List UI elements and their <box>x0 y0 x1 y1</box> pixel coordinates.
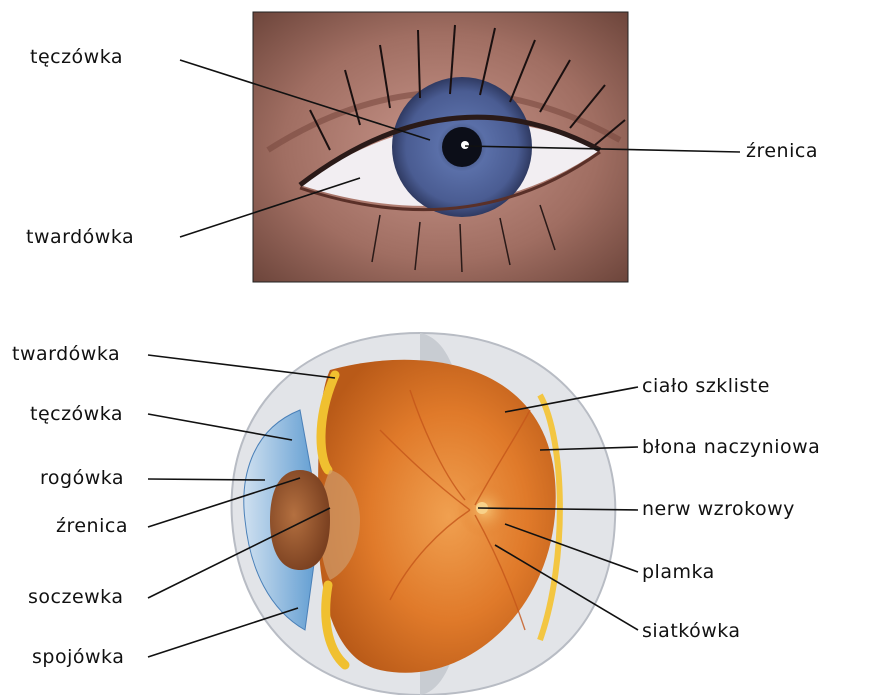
label-choroid: błona naczyniowa <box>642 436 820 458</box>
label-sclera: twardówka <box>12 343 120 365</box>
label-top-sclera: twardówka <box>26 226 134 248</box>
label-vitreous: ciało szkliste <box>642 375 770 397</box>
label-lens: soczewka <box>28 586 123 608</box>
eye-photo <box>253 12 628 282</box>
eyeball-cross-section <box>232 333 616 695</box>
label-retina: siatkówka <box>642 620 741 642</box>
label-cornea: rogówka <box>40 467 124 489</box>
label-macula: plamka <box>642 561 715 583</box>
label-optic-nerve: nerw wzrokowy <box>642 498 795 520</box>
label-top-iris: tęczówka <box>30 46 123 68</box>
label-conjunctiva: spojówka <box>32 646 124 668</box>
label-top-pupil: źrenica <box>746 140 818 162</box>
label-iris: tęczówka <box>30 403 123 425</box>
label-pupil: źrenica <box>56 515 128 537</box>
